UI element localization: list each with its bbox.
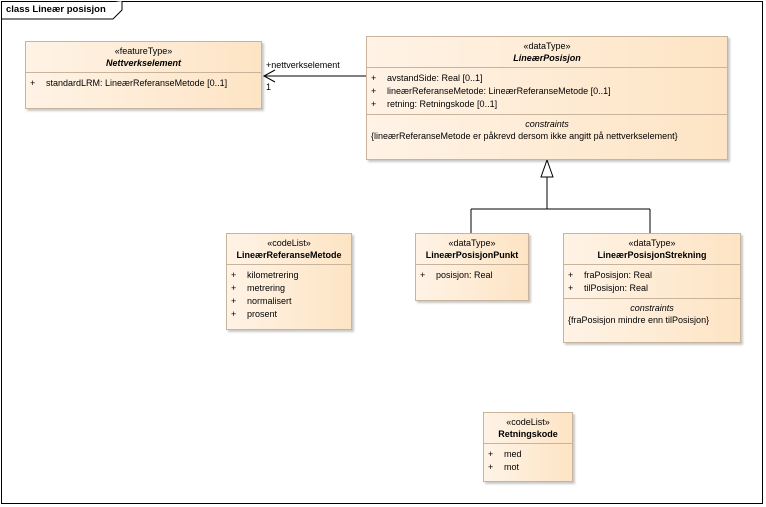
attribute-row: + retning: Retningskode [0..1] xyxy=(371,98,723,111)
stereotype-label: «dataType» xyxy=(628,238,676,248)
attribute-list: + med + mot xyxy=(484,444,572,477)
constraint-text: {fraPosisjon mindre enn tilPosisjon} xyxy=(568,315,710,325)
attribute-text: posisjon: Real xyxy=(436,270,493,280)
attribute-row: + posisjon: Real xyxy=(420,269,524,282)
visibility-marker: + xyxy=(371,86,377,96)
generalization-arrowhead xyxy=(540,158,554,178)
attribute-row: + fraPosisjon: Real xyxy=(568,269,736,282)
stereotype-label: «featureType» xyxy=(114,46,173,56)
attribute-row: + avstandSide: Real [0..1] xyxy=(371,72,723,85)
attribute-text: retning: Retningskode [0..1] xyxy=(387,99,498,109)
attribute-text: metrering xyxy=(247,283,286,293)
class-nettverkselement[interactable]: «featureType» Nettverkselement + standar… xyxy=(25,41,262,109)
class-linear-posisjon-strekning[interactable]: «dataType» LineærPosisjonStrekning + fra… xyxy=(563,233,741,343)
visibility-marker: + xyxy=(371,99,377,109)
attribute-row: + mot xyxy=(488,461,568,474)
visibility-marker: + xyxy=(371,73,377,83)
attribute-text: kilometrering xyxy=(247,270,299,280)
attribute-row: + med xyxy=(488,448,568,461)
constraints-compartment: constraints {fraPosisjon mindre enn tilP… xyxy=(564,298,740,329)
class-header: «dataType» LineærPosisjonStrekning xyxy=(564,234,740,265)
class-name: Nettverkselement xyxy=(105,58,182,68)
attribute-row: + standardLRM: LineærReferanseMetode [0.… xyxy=(30,77,257,90)
stereotype-label: «codeList» xyxy=(267,238,311,248)
visibility-marker: + xyxy=(231,296,237,306)
constraints-compartment: constraints {lineærReferanseMetode er på… xyxy=(367,114,727,145)
generalization-connector[interactable] xyxy=(470,158,651,233)
class-linear-posisjon[interactable]: «dataType» LineærPosisjon + avstandSide:… xyxy=(366,36,728,160)
attribute-row: + lineærReferanseMetode: LineærReferanse… xyxy=(371,85,723,98)
class-header: «featureType» Nettverkselement xyxy=(26,42,261,73)
class-name: LineærPosisjonPunkt xyxy=(425,250,519,260)
class-linear-posisjon-punkt[interactable]: «dataType» LineærPosisjonPunkt + posisjo… xyxy=(415,233,529,301)
attribute-row: + metrering xyxy=(231,282,347,295)
constraints-title: constraints xyxy=(630,303,674,313)
attribute-text: med xyxy=(504,449,522,459)
visibility-marker: + xyxy=(231,270,237,280)
attribute-text: mot xyxy=(504,462,520,472)
association-role-label: +nettverkselement xyxy=(266,60,340,70)
attribute-row: + prosent xyxy=(231,308,347,321)
visibility-marker: + xyxy=(568,270,574,280)
attribute-text: fraPosisjon: Real xyxy=(584,270,653,280)
attribute-list: + posisjon: Real xyxy=(416,265,528,285)
visibility-marker: + xyxy=(568,283,574,293)
attribute-text: lineærReferanseMetode: LineærReferanseMe… xyxy=(387,86,611,96)
class-header: «dataType» LineærPosisjonPunkt xyxy=(416,234,528,265)
attribute-list: + standardLRM: LineærReferanseMetode [0.… xyxy=(26,73,261,93)
attribute-text: prosent xyxy=(247,309,278,319)
attribute-text: tilPosisjon: Real xyxy=(584,283,649,293)
attribute-row: + tilPosisjon: Real xyxy=(568,282,736,295)
class-header: «codeList» Retningskode xyxy=(484,413,572,444)
constraints-title: constraints xyxy=(525,119,569,129)
visibility-marker: + xyxy=(231,283,237,293)
visibility-marker: + xyxy=(488,449,494,459)
attribute-text: avstandSide: Real [0..1] xyxy=(387,73,483,83)
attribute-row: + normalisert xyxy=(231,295,347,308)
attribute-list: + avstandSide: Real [0..1] + lineærRefer… xyxy=(367,68,727,114)
association-line[interactable] xyxy=(262,69,366,83)
visibility-marker: + xyxy=(420,270,426,280)
visibility-marker: + xyxy=(30,78,36,88)
attribute-text: normalisert xyxy=(247,296,292,306)
visibility-marker: + xyxy=(488,462,494,472)
class-name: LineærPosisjonStrekning xyxy=(597,250,707,260)
attribute-list: + fraPosisjon: Real + tilPosisjon: Real xyxy=(564,265,740,298)
stereotype-label: «codeList» xyxy=(506,417,550,427)
attribute-text: standardLRM: LineærReferanseMetode [0..1… xyxy=(46,78,228,88)
class-name: LineærReferanseMetode xyxy=(236,250,342,260)
class-retningskode[interactable]: «codeList» Retningskode + med + mot xyxy=(483,412,573,482)
attribute-row: + kilometrering xyxy=(231,269,347,282)
class-header: «dataType» LineærPosisjon xyxy=(367,37,727,68)
class-name: Retningskode xyxy=(498,429,558,439)
stereotype-label: «dataType» xyxy=(523,41,571,51)
diagram-title: class Lineær posisjon xyxy=(6,4,106,15)
class-header: «codeList» LineærReferanseMetode xyxy=(227,234,351,265)
stereotype-label: «dataType» xyxy=(448,238,496,248)
class-name: LineærPosisjon xyxy=(513,53,581,63)
constraint-text: {lineærReferanseMetode er påkrevd dersom… xyxy=(371,131,678,141)
association-multiplicity-label: 1 xyxy=(266,82,272,92)
diagram-title-tab xyxy=(1,1,123,20)
visibility-marker: + xyxy=(231,309,237,319)
attribute-list: + kilometrering + metrering + normaliser… xyxy=(227,265,351,324)
class-linear-referanse-metode[interactable]: «codeList» LineærReferanseMetode + kilom… xyxy=(226,233,352,330)
